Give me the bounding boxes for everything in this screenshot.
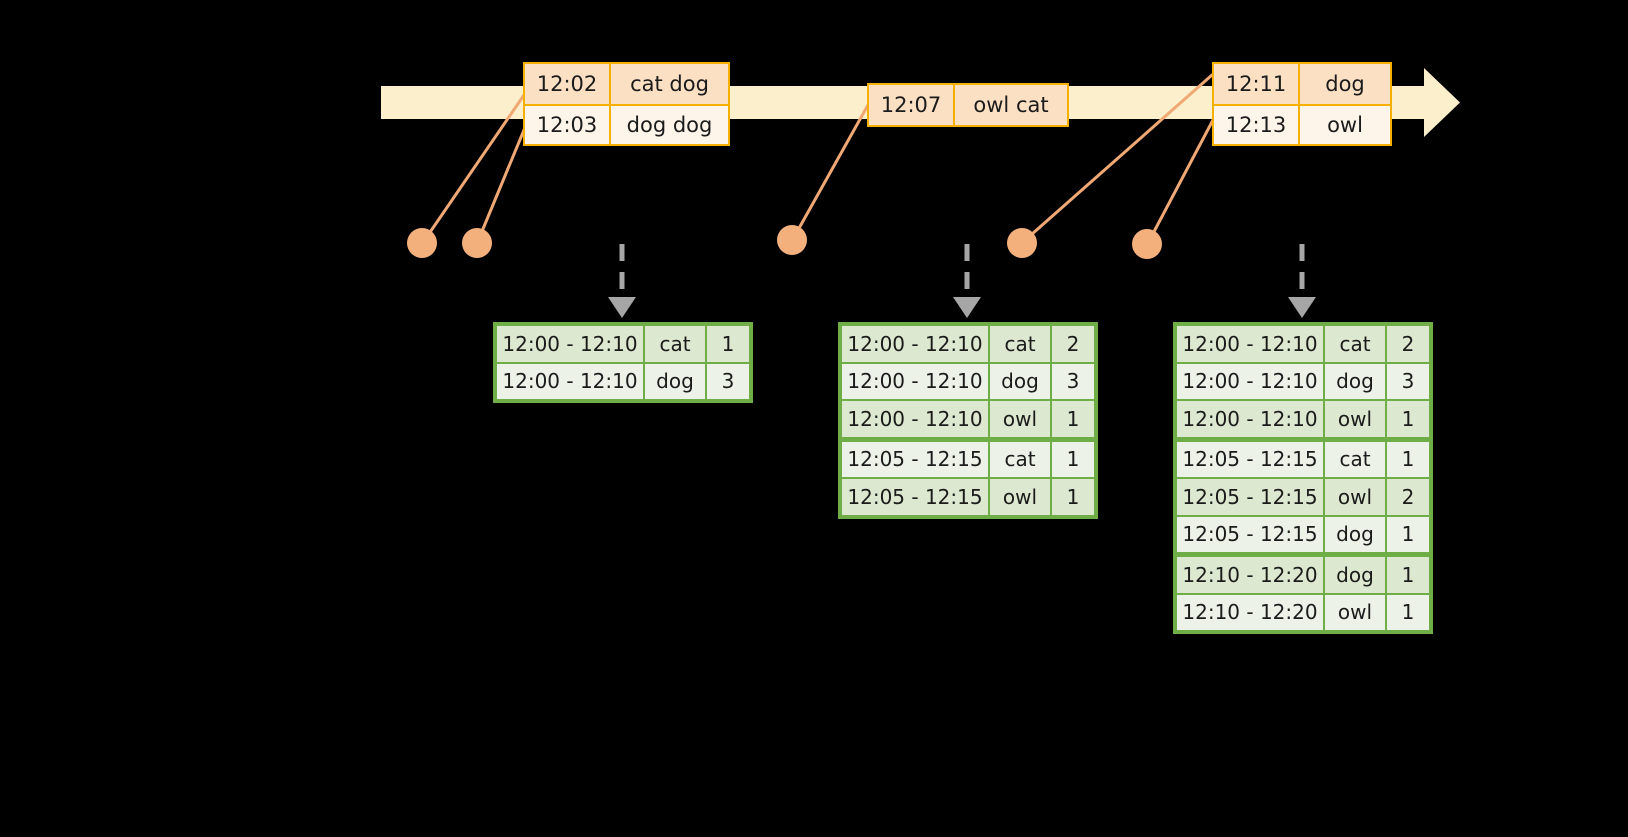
event-row[interactable]: 12:13 owl <box>1214 104 1390 144</box>
event-row[interactable]: 12:11 dog <box>1214 64 1390 104</box>
event-group-3[interactable]: 12:11 dog 12:13 owl <box>1212 62 1392 146</box>
cell-key: dog <box>990 363 1050 399</box>
table-row[interactable]: 12:05 - 12:15 owl 1 <box>841 478 1095 516</box>
cell-count: 2 <box>1387 326 1429 362</box>
cell-count: 1 <box>1052 401 1094 437</box>
cell-count: 2 <box>1387 479 1429 515</box>
cell-key: owl <box>990 479 1050 515</box>
marker-dot-5[interactable] <box>1132 229 1162 259</box>
result-table-3[interactable]: 12:00 - 12:10 cat 2 12:00 - 12:10 dog 3 … <box>1173 322 1433 634</box>
cell-key: cat <box>645 326 705 362</box>
cell-count: 1 <box>1387 557 1429 593</box>
result-table-1[interactable]: 12:00 - 12:10 cat 1 12:00 - 12:10 dog 3 <box>493 322 753 403</box>
table-row[interactable]: 12:05 - 12:15 owl 2 <box>1176 478 1430 516</box>
event-group-1[interactable]: 12:02 cat dog 12:03 dog dog <box>523 62 730 146</box>
cell-window: 12:00 - 12:10 <box>1177 401 1323 437</box>
cell-key: dog <box>1325 516 1385 552</box>
cell-key: cat <box>1325 441 1385 477</box>
cell-count: 3 <box>707 363 749 399</box>
connector-line-2 <box>476 128 526 243</box>
event-group-2[interactable]: 12:07 owl cat <box>867 83 1069 127</box>
cell-window: 12:05 - 12:15 <box>1177 441 1323 477</box>
cell-window: 12:10 - 12:20 <box>1177 594 1323 630</box>
table-row[interactable]: 12:00 - 12:10 cat 2 <box>1176 325 1430 363</box>
event-time: 12:03 <box>525 106 611 144</box>
cell-key: cat <box>990 441 1050 477</box>
cell-window: 12:05 - 12:15 <box>842 479 988 515</box>
cell-window: 12:00 - 12:10 <box>497 326 643 362</box>
cell-window: 12:00 - 12:10 <box>842 326 988 362</box>
event-row[interactable]: 12:02 cat dog <box>525 64 728 104</box>
cell-window: 12:00 - 12:10 <box>1177 363 1323 399</box>
marker-dot-3[interactable] <box>777 225 807 255</box>
cell-key: owl <box>1325 401 1385 437</box>
marker-dot-4[interactable] <box>1007 228 1037 258</box>
table-row[interactable]: 12:10 - 12:20 dog 1 <box>1176 556 1430 594</box>
cell-count: 1 <box>1052 479 1094 515</box>
cell-window: 12:05 - 12:15 <box>1177 479 1323 515</box>
table-row[interactable]: 12:05 - 12:15 cat 1 <box>841 441 1095 479</box>
table-row[interactable]: 12:05 - 12:15 dog 1 <box>1176 516 1430 554</box>
event-value: dog <box>1325 72 1365 96</box>
cell-count: 3 <box>1387 363 1429 399</box>
event-value: dog dog <box>626 113 713 137</box>
cell-key: owl <box>1325 479 1385 515</box>
table-row[interactable]: 12:00 - 12:10 owl 1 <box>1176 400 1430 438</box>
cell-window: 12:00 - 12:10 <box>842 401 988 437</box>
cell-count: 1 <box>1387 516 1429 552</box>
event-value: owl cat <box>973 93 1049 117</box>
connector-line-5 <box>1146 118 1215 245</box>
marker-dot-1[interactable] <box>407 228 437 258</box>
table-row[interactable]: 12:00 - 12:10 cat 1 <box>496 325 750 363</box>
event-value: owl <box>1327 113 1363 137</box>
cell-window: 12:10 - 12:20 <box>1177 557 1323 593</box>
dashed-arrowhead-2 <box>953 297 981 318</box>
cell-key: cat <box>990 326 1050 362</box>
cell-count: 1 <box>1387 401 1429 437</box>
cell-count: 1 <box>1387 441 1429 477</box>
marker-dot-2[interactable] <box>462 228 492 258</box>
dashed-arrowhead-1 <box>608 297 636 318</box>
cell-count: 3 <box>1052 363 1094 399</box>
table-row[interactable]: 12:05 - 12:15 cat 1 <box>1176 441 1430 479</box>
table-row[interactable]: 12:00 - 12:10 owl 1 <box>841 400 1095 438</box>
cell-window: 12:00 - 12:10 <box>1177 326 1323 362</box>
event-time: 12:07 <box>869 85 955 125</box>
event-time: 12:13 <box>1214 106 1300 144</box>
table-row[interactable]: 12:00 - 12:10 dog 3 <box>1176 363 1430 401</box>
cell-key: owl <box>990 401 1050 437</box>
timeline-arrowhead <box>1414 68 1460 137</box>
event-value: cat dog <box>630 72 709 96</box>
event-row[interactable]: 12:03 dog dog <box>525 104 728 144</box>
cell-key: dog <box>645 363 705 399</box>
event-row[interactable]: 12:07 owl cat <box>869 85 1067 125</box>
event-time: 12:11 <box>1214 64 1300 104</box>
event-time: 12:02 <box>525 64 611 104</box>
cell-count: 1 <box>1387 594 1429 630</box>
connector-line-1 <box>422 93 526 243</box>
cell-key: dog <box>1325 557 1385 593</box>
dashed-arrowhead-3 <box>1288 297 1316 318</box>
cell-window: 12:05 - 12:15 <box>842 441 988 477</box>
cell-window: 12:00 - 12:10 <box>497 363 643 399</box>
cell-key: owl <box>1325 594 1385 630</box>
cell-count: 1 <box>1052 441 1094 477</box>
cell-count: 1 <box>707 326 749 362</box>
cell-key: dog <box>1325 363 1385 399</box>
table-row[interactable]: 12:00 - 12:10 dog 3 <box>841 363 1095 401</box>
table-row[interactable]: 12:10 - 12:20 owl 1 <box>1176 594 1430 632</box>
connector-line-3 <box>791 103 870 241</box>
table-row[interactable]: 12:00 - 12:10 dog 3 <box>496 363 750 401</box>
result-table-2[interactable]: 12:00 - 12:10 cat 2 12:00 - 12:10 dog 3 … <box>838 322 1098 519</box>
cell-window: 12:00 - 12:10 <box>842 363 988 399</box>
table-row[interactable]: 12:00 - 12:10 cat 2 <box>841 325 1095 363</box>
cell-window: 12:05 - 12:15 <box>1177 516 1323 552</box>
cell-key: cat <box>1325 326 1385 362</box>
cell-count: 2 <box>1052 326 1094 362</box>
